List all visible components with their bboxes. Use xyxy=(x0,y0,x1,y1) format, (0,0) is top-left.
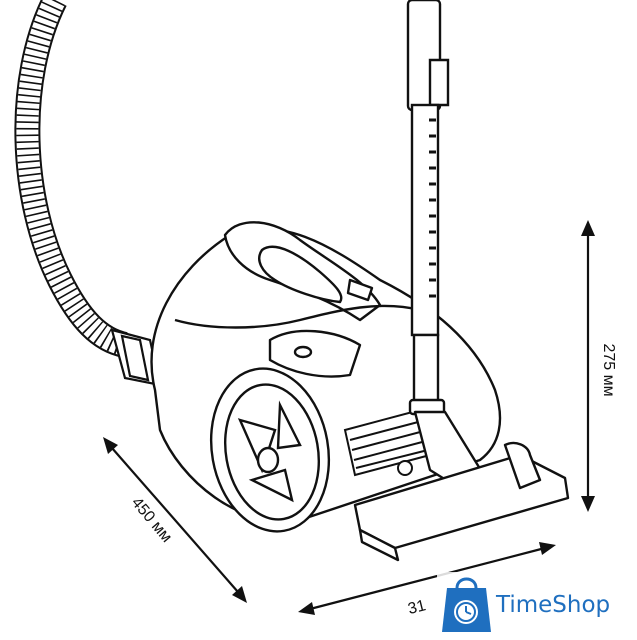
height-dimension-label: 275 мм xyxy=(600,343,617,396)
floor-brush xyxy=(353,410,570,562)
exhaust-grille xyxy=(343,408,432,477)
corrugated-hose xyxy=(14,0,129,358)
watermark-brand: TimeShop xyxy=(495,592,610,618)
width-dimension-label: 31 xyxy=(406,597,427,618)
rear-wheel xyxy=(209,367,331,533)
height-dimension xyxy=(581,220,595,512)
shopping-bag-clock-icon xyxy=(442,577,491,632)
width-dimension xyxy=(298,542,556,615)
depth-dimension xyxy=(103,437,247,603)
depth-dimension-label: 450 мм xyxy=(128,494,175,546)
watermark: TimeShop xyxy=(437,572,637,640)
